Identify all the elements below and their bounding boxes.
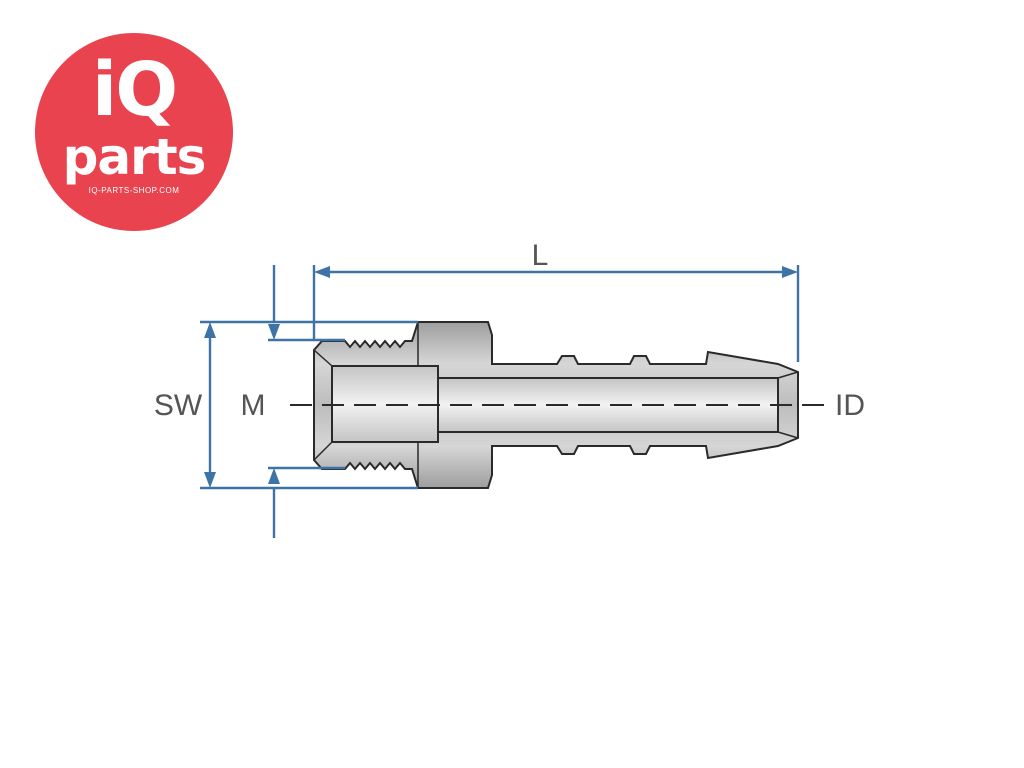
logo-website: IQ-PARTS-SHOP.COM [88,186,180,195]
logo-brand-bottom: parts [62,128,207,186]
label-length: L [532,239,549,272]
label-inner-diameter: ID [835,389,865,422]
label-thread: M [241,389,266,422]
length-dimension [312,265,800,362]
wrench-size-dimension [200,320,418,490]
label-wrench-size: SW [154,389,203,422]
iq-parts-logo: iQ parts IQ-PARTS-SHOP.COM [35,33,233,231]
thread-dimension [268,265,345,538]
logo-brand-top: iQ [91,47,178,133]
